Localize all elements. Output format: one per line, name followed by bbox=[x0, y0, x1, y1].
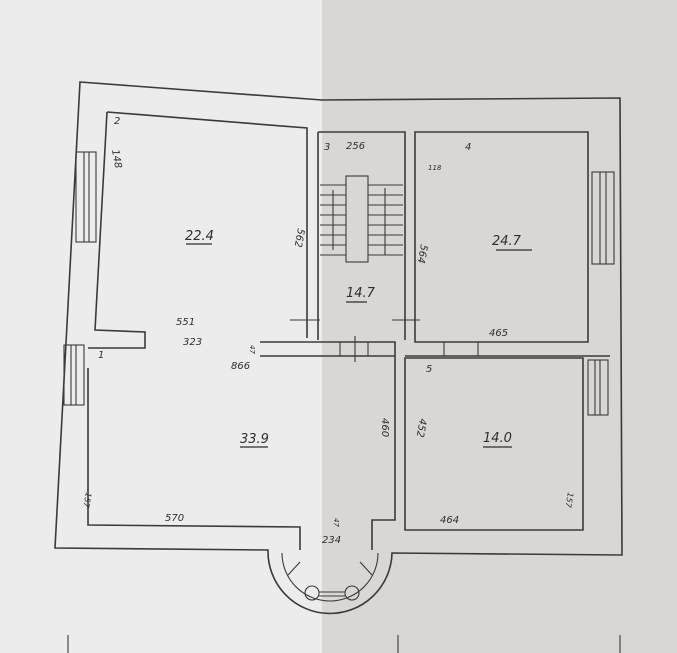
edge-ticks bbox=[67, 635, 621, 653]
dim-room1-left-bottom: 157 bbox=[81, 492, 93, 509]
dim-room1-width: 570 bbox=[165, 513, 184, 524]
dim-room4-left: 564 bbox=[415, 243, 429, 264]
dim-bay-width: 234 bbox=[322, 535, 341, 546]
room-2-walls bbox=[88, 111, 308, 349]
dim-room1-upper: 323 bbox=[183, 337, 202, 348]
dim-room5-left: 452 bbox=[414, 417, 428, 438]
dim-room5-right-bottom: 157 bbox=[563, 492, 575, 509]
windows bbox=[63, 151, 615, 416]
dim-room4-width: 465 bbox=[489, 328, 508, 339]
room-number-2: 2 bbox=[114, 116, 120, 127]
dim-room1-total: 866 bbox=[231, 361, 250, 372]
room-area-5: 14.0 bbox=[483, 431, 512, 446]
dim-room4-corner: 118 bbox=[428, 164, 442, 172]
room-area-2: 22.4 bbox=[185, 229, 214, 244]
room-number-4: 4 bbox=[465, 142, 471, 153]
room-area-3: 14.7 bbox=[346, 286, 376, 301]
dim-room2-left: 148 bbox=[109, 149, 123, 170]
dim-room1-right: 460 bbox=[379, 418, 390, 437]
room-number-5: 5 bbox=[426, 364, 432, 375]
room-5-walls bbox=[260, 355, 610, 531]
right-sheet bbox=[322, 0, 677, 653]
room-area-1: 33.9 bbox=[240, 432, 269, 447]
dim-bay-side: 47 bbox=[332, 518, 340, 527]
dim-room2-width: 551 bbox=[176, 317, 195, 328]
dim-room2-right: 562 bbox=[292, 227, 306, 248]
room-number-1: 1 bbox=[98, 350, 104, 361]
dim-room5-width: 464 bbox=[440, 515, 459, 526]
room-1-walls bbox=[87, 341, 396, 550]
room-3-walls bbox=[317, 131, 406, 340]
left-sheet bbox=[0, 0, 322, 653]
room-area-4: 24.7 bbox=[492, 234, 522, 249]
room-number-3: 3 bbox=[324, 142, 330, 153]
staircase bbox=[290, 175, 479, 362]
dim-opening: 47 bbox=[248, 345, 256, 354]
room-4-walls bbox=[414, 131, 589, 343]
bay-window bbox=[281, 552, 379, 602]
dim-stair-width: 256 bbox=[346, 141, 365, 152]
outer-wall bbox=[54, 81, 623, 615]
